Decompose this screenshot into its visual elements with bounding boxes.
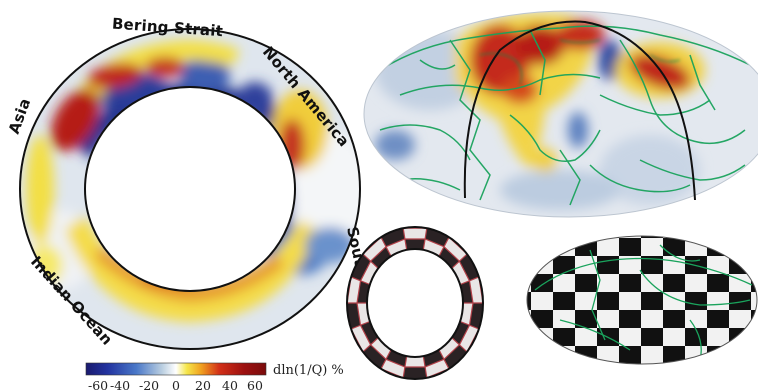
colorbar-tick: 0 [172,378,180,392]
colorbar-tick: 60 [247,378,263,392]
plate-boundaries [379,25,751,206]
map-outline [363,10,758,218]
colorbar-tick: -40 [110,378,130,392]
mollweide-map [363,10,758,218]
label-bering-strait: Bering Strait [111,15,223,41]
colorbar-tick: -60 [88,378,108,392]
cross-section-ring: Bering Strait North America South Americ… [5,15,387,353]
colorbar-tick: 20 [195,378,211,392]
label-asia: Asia [5,96,34,137]
checker-cell [402,227,428,240]
colorbar-tick: -20 [139,378,159,392]
colorbar-gradient [85,362,267,376]
checkerboard-map [526,235,758,365]
checkerboard-ring [346,226,484,380]
checker-cell [468,276,483,304]
colorbar-tick: 40 [222,378,238,392]
ring-outer-boundary [19,28,361,350]
colorbar-label: dln(1/Q) % [273,363,344,378]
ring-inner-boundary [84,86,296,292]
profile-line [463,20,696,201]
colorbar: dln(1/Q) % -60 -40 -20 0 20 40 60 [85,362,344,392]
